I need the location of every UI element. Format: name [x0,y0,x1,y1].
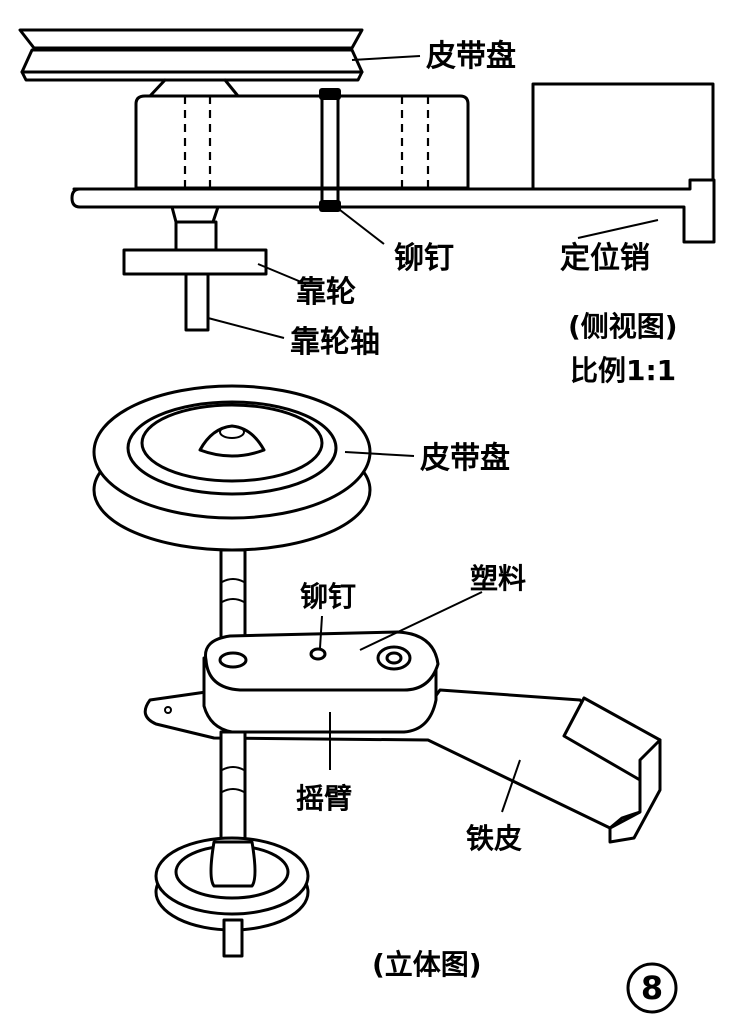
iso-plastic-block [202,630,440,734]
scale-text: 比例1:1 [570,354,676,387]
iso-rocker-arm-label: 摇臂 [296,782,352,815]
iso-belt-pulley [92,384,372,552]
iso-plastic-label: 塑料 [470,562,526,595]
side-rivet [319,88,341,212]
iso-belt-pulley-label: 皮带盘 [420,441,510,476]
side-idler-wheel-label: 靠轮 [296,275,356,310]
side-view: 皮带盘 铆钉 定位销 靠轮 靠轮轴 (侧视图) 比例1:1 [18,28,716,387]
iso-iron-sheet-label: 铁皮 [466,822,522,855]
iso-view: 皮带盘 铆钉 塑料 摇臂 铁皮 (立体图) [92,384,662,981]
side-right-block [531,82,715,192]
side-view-caption: (侧视图) [568,310,678,343]
iso-view-caption: (立体图) [372,948,482,981]
figure-number-text: 8 [641,969,663,1007]
side-idler-wheel [122,248,268,276]
side-lower-shaft [122,205,268,332]
iso-lower-shaft [219,730,247,844]
side-base-plate [70,178,716,244]
iso-lower-wheel [154,836,310,958]
side-locating-pin-label: 定位销 [560,241,650,276]
iso-rivet-label: 铆钉 [300,580,356,613]
side-idler-shaft-label: 靠轮轴 [290,325,380,360]
figure-number: 8 [626,962,678,1014]
side-belt-pulley [18,28,364,98]
side-motor-body [134,94,470,190]
side-rivet-label: 铆钉 [394,241,454,276]
side-belt-pulley-label: 皮带盘 [426,39,516,74]
side-idler-shaft [184,272,210,332]
